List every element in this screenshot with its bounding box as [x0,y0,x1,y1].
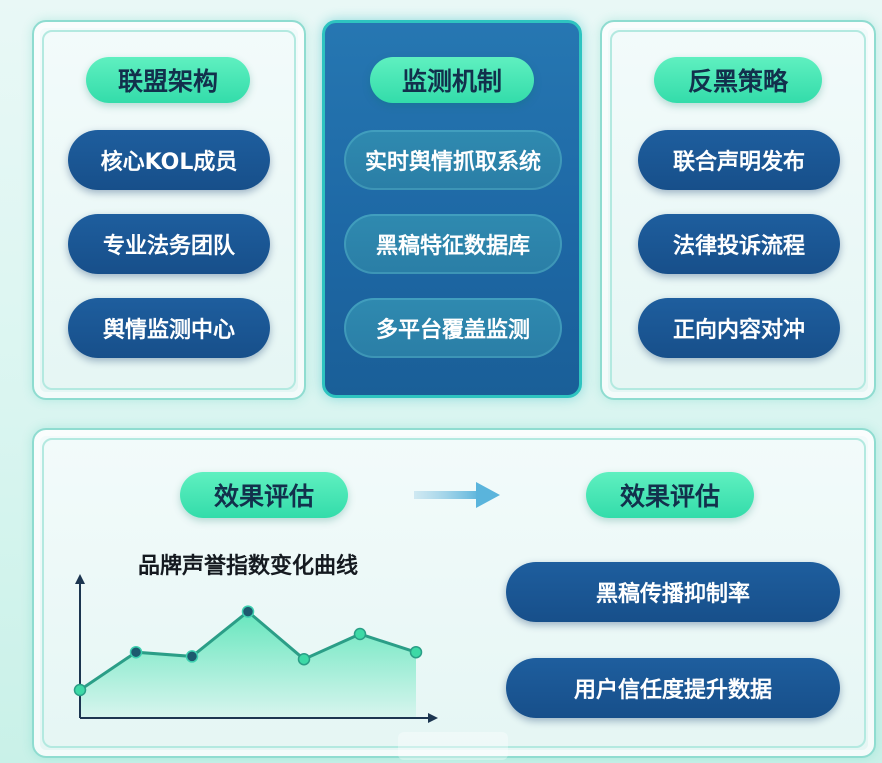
monitoring-item-multiplatform: 多平台覆盖监测 [344,298,562,358]
monitoring-item-realtime: 实时舆情抓取系统 [344,130,562,190]
chart-point [297,652,311,666]
alliance-title: 联盟架构 [86,57,250,103]
monitoring-title: 监测机制 [370,57,534,103]
metric-trust-improvement: 用户信任度提升数据 [506,658,840,718]
alliance-item-legal: 专业法务团队 [68,214,270,274]
arrow-right-icon [414,482,500,508]
chart-point [129,645,143,659]
strategy-item-statement: 联合声明发布 [638,130,840,190]
strategy-item-positive-content: 正向内容对冲 [638,298,840,358]
chart-point [409,645,423,659]
strategy-item-legal-complaint: 法律投诉流程 [638,214,840,274]
chart-point [353,627,367,641]
chart-area [80,611,416,718]
chart-x-axis-arrowhead [428,713,438,723]
strategy-title: 反黑策略 [654,57,822,103]
monitoring-item-database: 黑稿特征数据库 [344,214,562,274]
chart-point [241,605,255,618]
reputation-chart [73,574,438,723]
alliance-item-kol: 核心KOL成员 [68,130,270,190]
chart-y-axis-arrowhead [75,574,85,584]
watermark [398,732,508,760]
alliance-item-monitor-center: 舆情监测中心 [68,298,270,358]
chart-point [185,650,199,663]
evaluation-right-title: 效果评估 [586,472,754,518]
chart-title: 品牌声誉指数变化曲线 [138,554,359,579]
metric-suppression-rate: 黑稿传播抑制率 [506,562,840,622]
chart-point [73,683,87,697]
evaluation-left-title: 效果评估 [180,472,348,518]
